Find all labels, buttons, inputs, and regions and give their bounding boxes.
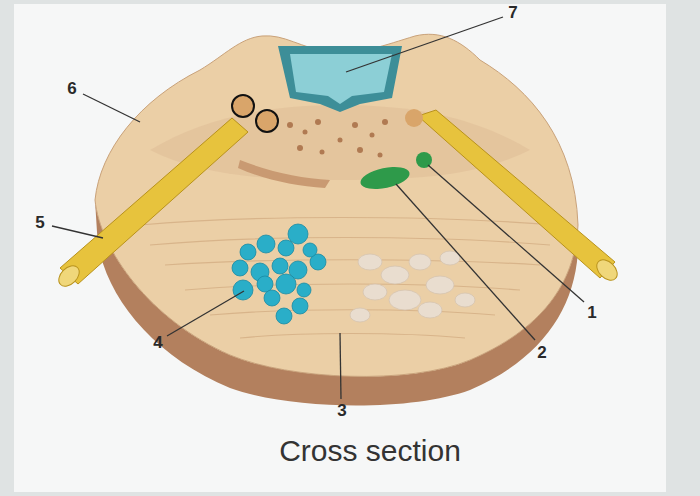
transverse-fibres: [140, 218, 555, 339]
callout-number: 2: [537, 344, 546, 361]
right-nerve: [418, 110, 615, 278]
green-nucleus: [358, 163, 411, 193]
callout-number: 1: [587, 304, 596, 321]
nerve-nucleus: [405, 109, 423, 127]
caption: Cross section: [279, 436, 461, 466]
ringed-nucleus: [256, 110, 278, 132]
nerve-end: [593, 256, 621, 284]
callout-number: 7: [508, 4, 517, 21]
left-nerve: [60, 118, 248, 284]
photo-panel: [14, 4, 666, 492]
nerve-end: [55, 262, 83, 290]
blue-bundles: [232, 224, 326, 324]
fourth-ventricle: [278, 46, 402, 112]
callout-number: 4: [153, 334, 162, 351]
leader-lines: [52, 17, 584, 399]
callout-number: 3: [337, 402, 346, 419]
slab-top: [95, 34, 578, 376]
callout-number: 6: [67, 80, 76, 97]
ringed-nucleus: [232, 95, 254, 117]
tegmental-nuclei: [287, 119, 388, 158]
lemniscus-band: [238, 160, 330, 188]
pale-bundles: [350, 251, 475, 322]
callout-number: 5: [35, 214, 44, 231]
